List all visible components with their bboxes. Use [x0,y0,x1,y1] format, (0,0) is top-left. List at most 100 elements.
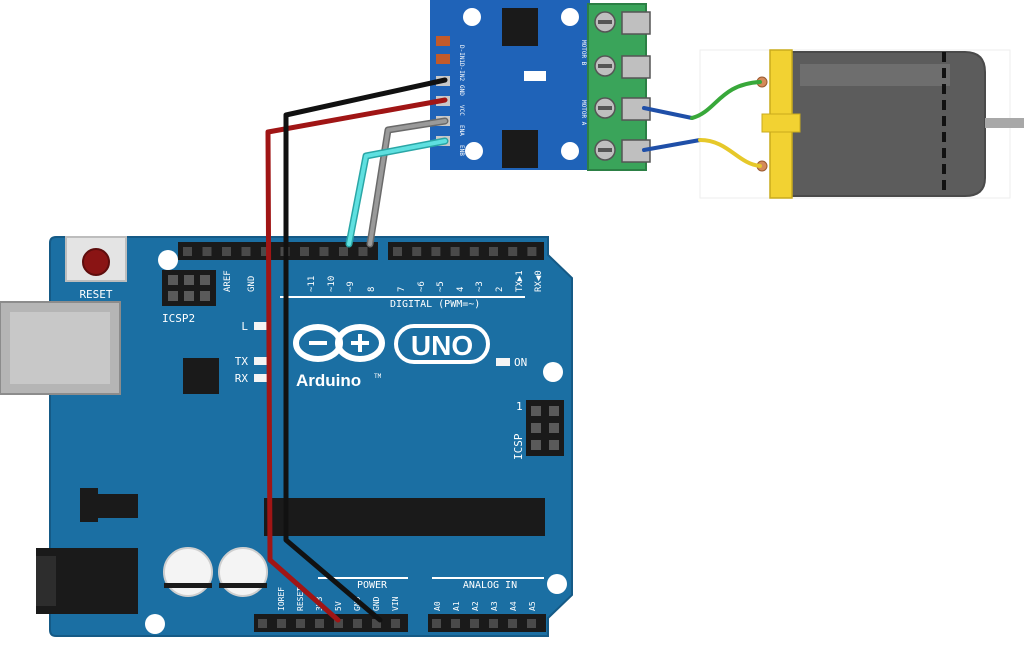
icsp2-pins [168,275,210,301]
digital-pin-label: TX▶1 [515,270,525,292]
digital-header-right [388,242,544,260]
header-pin-hole [451,619,460,628]
icsp-label: ICSP [512,433,525,460]
uno-text: UNO [411,330,473,361]
motor-highlight [800,64,950,86]
led-rx [254,374,268,382]
analog-pin-label: A4 [509,601,518,611]
led-l-label: L [241,320,248,333]
digital-underline [280,296,525,298]
mounting-hole [158,250,178,270]
header-pin-hole [527,619,536,628]
digital-pin-label: ~6 [417,281,427,292]
header-pin-hole [470,619,479,628]
digital-pin-label: 4 [456,287,466,292]
logo-plus-v [358,334,362,352]
power-pin-label: RESET [296,587,305,611]
header-pin-hole [222,247,231,256]
logo-loop-right [335,324,385,362]
header-pin-hole [432,619,441,628]
reset-label: RESET [79,288,112,301]
header-pin-hole [258,619,267,628]
icsp-pins [531,406,559,450]
wire-motor-blue-top [642,106,694,120]
reset-button[interactable] [82,248,110,276]
driver-pin-label: VCC [458,105,465,116]
logo-minus [309,341,327,345]
digital-pin-label: GND [247,276,257,292]
dc-motor [699,49,1024,199]
power-header [254,614,408,632]
led-on [496,358,510,366]
analog-pin-label: A3 [490,601,499,611]
motor-body [789,51,986,197]
arduino-pcb [49,236,573,637]
driver-mounting-hole [561,8,579,26]
capacitor [218,547,268,597]
arduino-uno-board: RESET ICSP2 L TX RX ON UNO Arduino [0,236,573,637]
header-pin-hole [353,619,362,628]
header-pin-hole [319,247,329,256]
capacitor-band [219,583,267,588]
driver-mounting-hole [463,8,481,26]
driver-terminal-label: MOTOR B [580,40,587,66]
voltage-regulator-body [98,494,138,518]
power-jack-front [36,556,56,606]
icsp2-label: ICSP2 [162,312,195,325]
header-pin-hole [296,619,305,628]
led-on-label: ON [514,356,527,369]
power-pin-label: VIN [391,596,400,611]
header-pin-hole [339,247,348,256]
power-pin-label: GND [372,596,381,611]
header-pin-hole [315,619,324,628]
voltage-regulator [80,488,98,522]
driver-mounting-hole [561,142,579,160]
header-pin-hole [391,619,400,628]
digital-pin-label: 2 [495,287,505,292]
led-tx-label: TX [235,355,249,368]
mounting-hole [547,574,567,594]
trademark-text: TM [374,373,382,380]
header-pin-hole [489,619,498,628]
header-pin-hole [508,247,518,256]
capacitor-band [164,583,212,588]
led-rx-label: RX [235,372,249,385]
wire-black-gnd [283,77,448,623]
header-pin-hole [241,247,251,256]
digital-pin-label: ~5 [436,281,446,292]
analog-pin-label: A2 [471,601,480,611]
driver-pin-label: ENA [458,125,465,136]
arduino-brand-text: Arduino [296,371,361,390]
digital-label: DIGITAL (PWM=~) [390,299,480,310]
analog-label: ANALOG IN [463,580,517,591]
motor-shaft [985,118,1024,128]
digital-pin-label: AREF [223,270,233,292]
mounting-hole [145,614,165,634]
header-pin-hole [300,247,309,256]
mounting-hole [543,362,563,382]
header-pin-hole [508,619,517,628]
motor-terminal-tab [761,113,801,133]
power-label: POWER [357,580,388,591]
header-pin-hole [358,247,368,256]
power-line [318,577,408,579]
driver-chip-bottom [502,130,538,168]
header-pin-hole [489,247,498,256]
digital-pin-label: ~10 [327,276,337,292]
uno-badge [394,324,490,364]
wire-gray-pin8-core [368,119,447,246]
wire-red-5v [265,97,448,623]
header-pin-hole [334,619,343,628]
bottom-pin-holes [258,619,536,628]
header-pin-hole [527,247,537,256]
usb-connector-inner [10,312,110,384]
driver-chip-top [502,8,538,46]
capacitor [163,547,213,597]
wires [265,77,762,623]
digital-pin-label: 7 [397,287,407,292]
driver-pin-label: D-IN1 [458,45,465,63]
